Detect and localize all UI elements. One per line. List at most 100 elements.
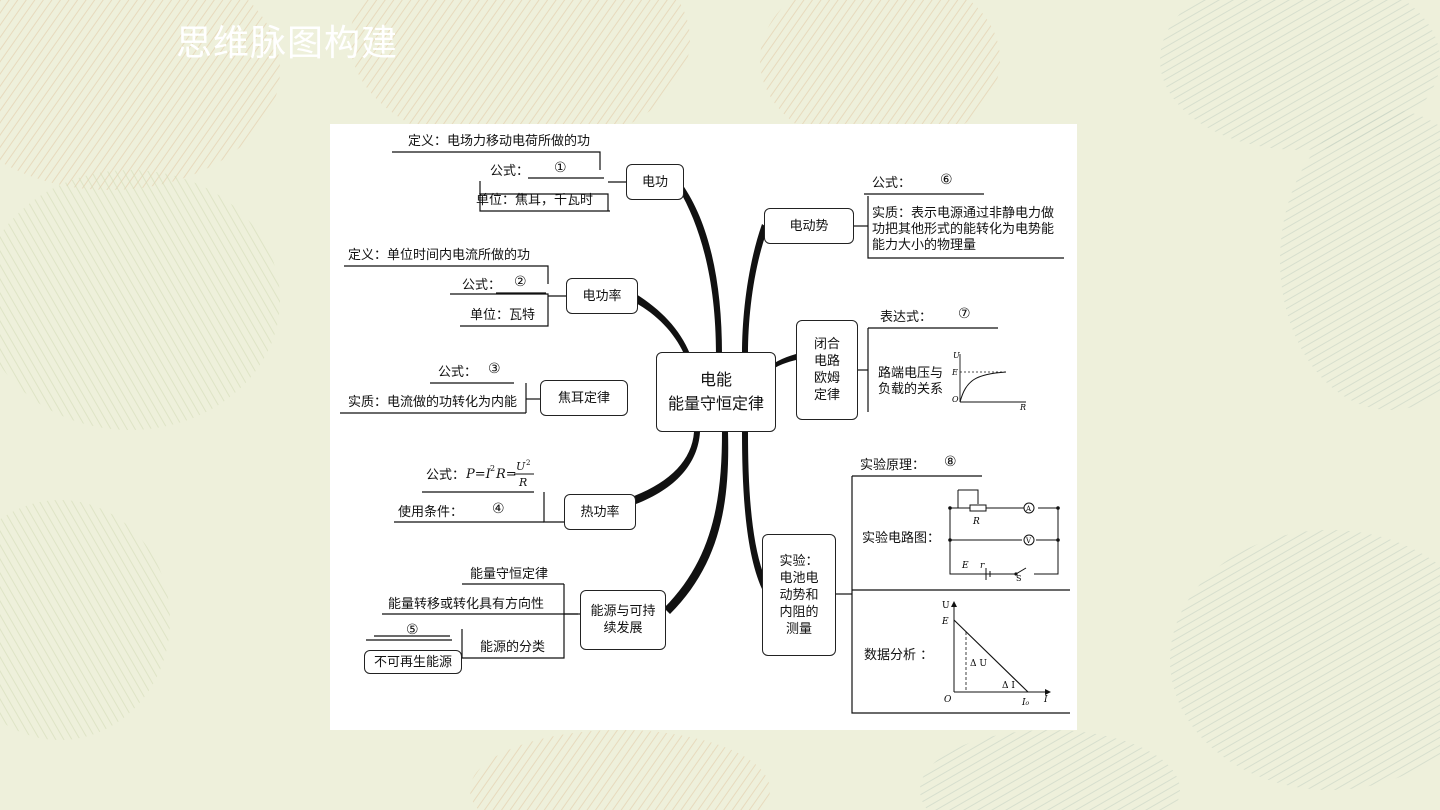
- experiment-analysis-graph: U E O Δ U Δ I I₀ I: [941, 601, 1051, 708]
- heat-node[interactable]: 热功率: [564, 494, 636, 530]
- ohm-graph-e-label: E: [951, 368, 958, 377]
- experiment-node-line: 电池电: [779, 570, 819, 586]
- energy-direction: 能量转移或转化具有方向性: [388, 597, 545, 612]
- energy-conservation: 能量守恒定律: [470, 567, 549, 582]
- power-blank-underline: [496, 292, 546, 294]
- emf-formula-label: 公式：: [872, 176, 912, 191]
- svg-text:R: R: [518, 476, 527, 489]
- bg-blob: [920, 730, 1180, 810]
- joule-essence: 实质：电流做的功转化为内能: [348, 395, 518, 410]
- work-formula-blank: ①: [554, 160, 567, 176]
- circuit-internal-label: r: [980, 561, 985, 571]
- branch-curve: [634, 294, 690, 354]
- analysis-e-label: E: [941, 617, 949, 627]
- power-node[interactable]: 电功率: [566, 278, 638, 314]
- svg-text:P=I: P=I: [466, 467, 492, 482]
- circuit-e-label: E: [961, 561, 969, 571]
- circuit-voltmeter-label: V: [1025, 537, 1032, 545]
- ohm-graph-y-label: U: [953, 351, 960, 360]
- joule-node[interactable]: 焦耳定律: [540, 380, 628, 416]
- bg-blob: [760, 0, 1000, 150]
- energy-node[interactable]: 能源与可持 续发展: [580, 590, 666, 650]
- energy-node-line2: 续发展: [603, 621, 643, 636]
- power-definition: 定义：单位时间内电流所做的功: [348, 248, 531, 263]
- experiment-node-line: 内阻的: [779, 604, 819, 620]
- experiment-node-line: 动势和: [779, 587, 819, 603]
- ohm-terminal-line1: 路端电压与: [878, 366, 944, 381]
- bg-blob: [0, 0, 280, 190]
- ohm-node-line: 闭合: [813, 337, 840, 352]
- ohm-expression-blank: ⑦: [958, 306, 971, 322]
- svg-text:2: 2: [526, 459, 530, 467]
- ohm-node-line: 定律: [813, 388, 840, 403]
- bg-blob: [470, 730, 770, 810]
- experiment-circuit-label: 实验电路图：: [862, 531, 941, 546]
- analysis-di-label: Δ I: [1002, 681, 1015, 691]
- power-unit: 单位：瓦特: [470, 308, 536, 323]
- circuit-switch-label: S: [1016, 574, 1021, 582]
- ohm-graph-origin: O: [952, 395, 959, 404]
- connector-line: [480, 193, 609, 211]
- connector-line: [344, 265, 549, 284]
- work-unit: 单位：焦耳，千瓦时: [476, 193, 594, 208]
- power-formula-label: 公式：: [462, 278, 502, 293]
- heat-condition-blank: ④: [492, 501, 505, 517]
- experiment-node-line: 实验：: [779, 553, 819, 569]
- bg-blob: [1170, 530, 1440, 790]
- analysis-x-label: I: [1043, 695, 1048, 705]
- bg-blob: [1160, 0, 1440, 150]
- connector-line: [462, 584, 565, 659]
- heat-condition-label: 使用条件：: [398, 505, 464, 520]
- branch-curve: [760, 354, 796, 379]
- experiment-node[interactable]: 实验： 电池电 动势和 内阻的 测量: [762, 534, 836, 656]
- nonrenewable-node[interactable]: 不可再生能源: [364, 650, 462, 674]
- experiment-node-line: 测量: [785, 621, 812, 637]
- center-node[interactable]: 电能 能量守恒定律: [656, 352, 776, 432]
- emf-node[interactable]: 电动势: [764, 208, 854, 244]
- work-definition: 定义：电场力移动电荷所做的功: [408, 134, 591, 149]
- branch-curve: [678, 184, 722, 354]
- analysis-origin: O: [944, 695, 952, 705]
- work-blank-underline: [528, 177, 604, 179]
- center-subtitle: 能量守恒定律: [667, 394, 764, 413]
- connector-line: [543, 492, 564, 523]
- connector-line: [450, 293, 549, 327]
- energy-blank-underline: [374, 635, 450, 637]
- mind-map-panel: 电能 能量守恒定律 定义：电场力移动电荷所做的功 公式： ① 单位：焦耳，千瓦时…: [330, 124, 1077, 730]
- circuit-ammeter-label: A: [1025, 505, 1032, 513]
- heat-formula: P=I 2 R= U 2 R: [466, 459, 534, 489]
- branch-curve: [742, 432, 768, 589]
- connector-line: [867, 196, 1064, 259]
- experiment-circuit: R A V E r S: [948, 489, 1060, 582]
- bg-blob: [0, 170, 280, 430]
- svg-text:U: U: [516, 460, 526, 473]
- analysis-du-label: Δ U: [970, 659, 987, 669]
- power-formula-blank: ②: [514, 274, 527, 290]
- ohm-graph-x-label: R: [1019, 403, 1026, 410]
- energy-node-line1: 能源与可持: [590, 604, 656, 619]
- connector-line: [479, 181, 610, 212]
- work-node[interactable]: 电功: [626, 164, 684, 200]
- energy-blank: ⑤: [406, 622, 419, 638]
- analysis-y-label: U: [942, 601, 950, 611]
- emf-essence-line1: 实质：表示电源通过非静电力做: [872, 206, 1055, 221]
- circuit-r-label: R: [972, 517, 980, 527]
- branch-curve: [664, 432, 729, 614]
- emf-essence-line2: 功把其他形式的能转化为电势能: [872, 222, 1055, 237]
- work-formula-label: 公式：: [490, 164, 530, 179]
- bg-blob: [1280, 110, 1440, 410]
- center-title: 电能: [699, 370, 732, 389]
- experiment-analysis-label: 数据分析 ：: [864, 648, 934, 663]
- energy-classification: 能源的分类: [480, 640, 546, 655]
- ohm-node-line: 电路: [813, 354, 840, 369]
- bg-blob: [350, 0, 690, 150]
- emf-essence-line3: 能力大小的物理量: [872, 238, 977, 253]
- connector-line: [392, 151, 601, 170]
- emf-formula-blank: ⑥: [940, 172, 953, 188]
- ohm-expression-label: 表达式：: [880, 310, 933, 325]
- svg-text:R=: R=: [495, 467, 517, 482]
- ohm-node[interactable]: 闭合 电路 欧姆 定律: [796, 320, 858, 420]
- page-title: 思维脉图构建: [176, 23, 399, 64]
- ohm-node-line: 欧姆: [813, 371, 840, 386]
- svg-text:2: 2: [490, 464, 495, 473]
